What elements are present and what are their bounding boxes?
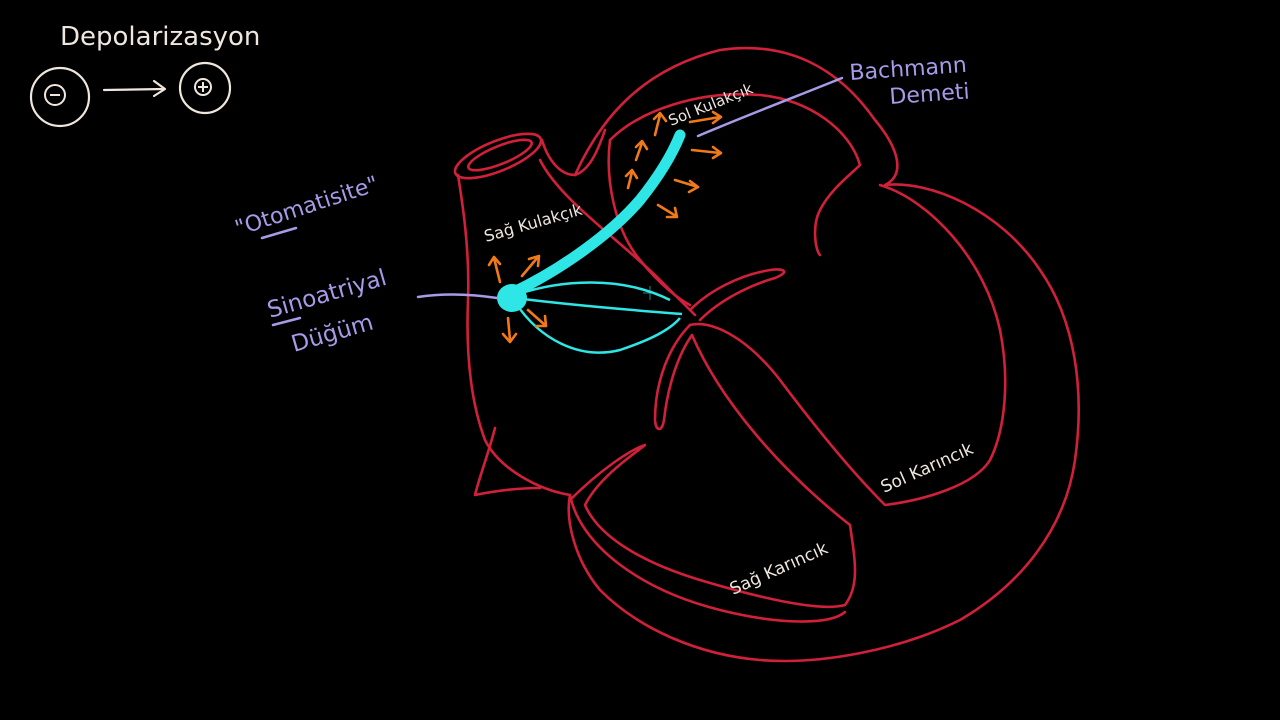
heart-outline bbox=[453, 46, 1080, 663]
positive-cell-icon bbox=[178, 61, 232, 115]
sa-node-label: Sinoatriyal Düğüm bbox=[264, 265, 389, 358]
right-atrium-wall bbox=[456, 173, 572, 497]
bachmann-bundle-path bbox=[506, 129, 686, 299]
depolarization-title: Depolarizasyon bbox=[60, 22, 260, 52]
arrow-icon bbox=[487, 255, 502, 284]
left-ventricle-label: Sol Karıncık bbox=[878, 439, 977, 498]
arrow-icon bbox=[656, 203, 679, 219]
inferior-vena-cava bbox=[473, 426, 542, 497]
outer-heart-wall bbox=[567, 46, 1080, 663]
cursor-crosshair-icon bbox=[643, 286, 657, 300]
depolarization-legend: Depolarizasyon bbox=[29, 22, 260, 128]
arrow-icon bbox=[688, 110, 723, 125]
right-arrow-icon bbox=[102, 79, 167, 98]
automaticity-label: "Otomatisite" bbox=[232, 172, 381, 242]
sa-node-leader-line bbox=[416, 293, 499, 300]
arrow-icon bbox=[624, 168, 639, 190]
negative-cell-icon bbox=[29, 66, 91, 128]
arrow-icon bbox=[501, 316, 518, 344]
conduction-pathway bbox=[497, 129, 686, 354]
sa-node-label-line1: Sinoatriyal bbox=[264, 265, 389, 324]
left-ventricle-inner bbox=[688, 183, 1007, 507]
bachmann-label-line2: Demeti bbox=[889, 79, 971, 110]
bachmann-leader-line bbox=[696, 76, 844, 138]
sinoatriyal-underline bbox=[271, 316, 302, 327]
sa-node bbox=[497, 284, 527, 312]
right-atrium-label: Sağ Kulakçık bbox=[482, 200, 585, 246]
right-ventricle-label: Sağ Karıncık bbox=[727, 538, 831, 599]
internodal-path-3 bbox=[513, 301, 681, 354]
arrow-icon bbox=[520, 254, 541, 278]
arrow-icon bbox=[634, 139, 649, 162]
arrow-icon bbox=[690, 145, 723, 160]
arrow-icon bbox=[526, 308, 548, 328]
arrow-icon bbox=[652, 111, 668, 137]
internodal-path-2 bbox=[514, 296, 683, 316]
septum bbox=[653, 323, 852, 527]
left-atrium-label: Sol Kulakçık bbox=[666, 79, 756, 129]
otomatisite-underline bbox=[260, 226, 298, 240]
bachmann-label: Bachmann Demeti bbox=[849, 53, 971, 110]
sa-node-label-line2: Düğüm bbox=[288, 310, 376, 358]
arrow-icon bbox=[673, 178, 700, 194]
vessel-opening bbox=[453, 132, 543, 180]
right-ventricle-inner bbox=[568, 443, 857, 609]
signal-arrows bbox=[487, 110, 723, 344]
left-atrium-inner bbox=[608, 92, 862, 257]
